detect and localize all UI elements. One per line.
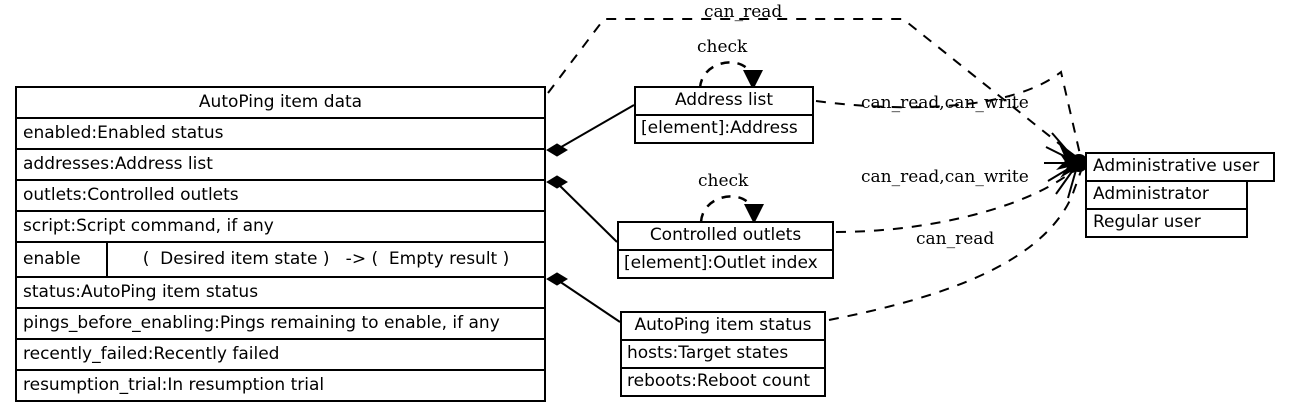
class-title-autoping-item-data: AutoPing item data (17, 88, 544, 119)
class-title-administrative-user: Administrative user (1085, 152, 1275, 182)
attribute-outlets: outlets:Controlled outlets (17, 181, 544, 212)
attribute-hosts: hosts:Target states (622, 341, 824, 369)
class-title-autoping-item-status: AutoPing item status (622, 313, 824, 341)
attribute-addresses: addresses:Address list (17, 150, 544, 181)
arrowhead-cluster-admin-user (1044, 132, 1088, 199)
composition-outlets (546, 175, 618, 243)
class-box-autoping-item-data[interactable]: AutoPing item data enabled:Enabled statu… (15, 86, 546, 402)
attribute-pings-before-enabling: pings_before_enabling:Pings remaining to… (17, 309, 544, 340)
role-administrator: Administrator (1085, 182, 1248, 210)
edge-label-can-read-can-write-mid: can_read,can_write (861, 167, 1029, 187)
edge-label-can-read-top: can_read (704, 2, 783, 22)
edge-address-can-read-write (815, 70, 1083, 164)
composition-status (546, 272, 621, 323)
method-signature-enable: ( Desired item state ) -> ( Empty result… (142, 249, 510, 269)
class-box-controlled-outlets[interactable]: Controlled outlets [element]:Outlet inde… (617, 221, 834, 279)
edge-label-check-mid: check (698, 171, 749, 191)
method-enable-row: enable ( Desired item state ) -> ( Empty… (17, 243, 544, 278)
class-box-administrative-user[interactable]: Administrative user Administrator Regula… (1085, 152, 1275, 238)
edge-label-can-read-can-write-top: can_read,can_write (861, 93, 1029, 113)
attribute-enabled: enabled:Enabled status (17, 119, 544, 150)
attribute-address-element: [element]:Address (636, 116, 812, 142)
attribute-outlet-index-element: [element]:Outlet index (619, 251, 832, 277)
method-name-enable: enable (17, 243, 108, 276)
edge-label-can-read-bottom: can_read (916, 229, 995, 249)
edge-label-check-top: check (697, 37, 748, 57)
class-box-autoping-item-status[interactable]: AutoPing item status hosts:Target states… (620, 311, 826, 397)
edge-can-read-top (547, 18, 1083, 163)
attribute-status: status:AutoPing item status (17, 278, 544, 309)
attribute-reboots: reboots:Reboot count (622, 369, 824, 395)
edge-check-controlled-outlets (699, 195, 764, 224)
role-regular-user: Regular user (1085, 210, 1248, 238)
composition-addresses (546, 104, 635, 157)
class-title-address-list: Address list (636, 88, 812, 116)
attribute-recently-failed: recently_failed:Recently failed (17, 340, 544, 371)
attribute-resumption-trial: resumption_trial:In resumption trial (17, 371, 544, 400)
class-title-controlled-outlets: Controlled outlets (619, 223, 832, 251)
class-box-address-list[interactable]: Address list [element]:Address (634, 86, 814, 144)
attribute-script: script:Script command, if any (17, 212, 544, 243)
